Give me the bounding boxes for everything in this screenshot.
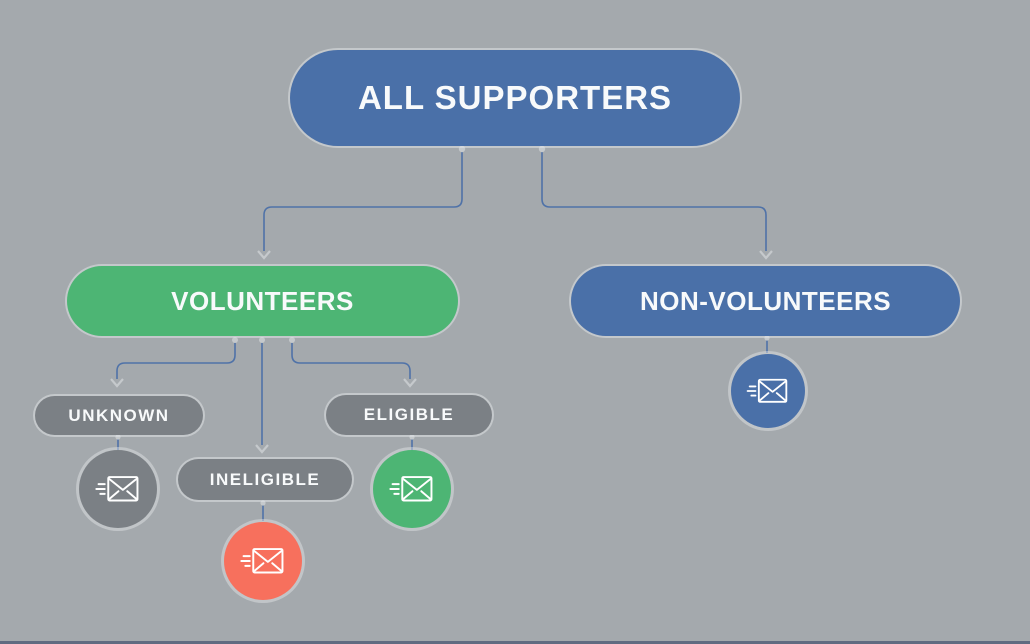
bottom-edge-bar (0, 641, 1030, 644)
arrowhead-down (403, 378, 417, 388)
speeding-envelope-icon (389, 476, 433, 502)
edge-all-supporters-non-volunteers (541, 148, 767, 251)
node-eligible-label: ELIGIBLE (363, 405, 455, 424)
node-eligible: ELIGIBLE (326, 395, 492, 435)
unknown-email-circle (79, 450, 157, 528)
edge-start-dot (458, 145, 466, 153)
edge-start-dot (289, 337, 295, 343)
eligible-email-circle (373, 450, 451, 528)
edge-volunteers-eligible (291, 339, 411, 379)
edge-start-dot (232, 337, 238, 343)
node-volunteers-label: VOLUNTEERS (171, 285, 354, 316)
node-ineligible-label: INELIGIBLE (209, 469, 321, 489)
edge-start-dot (409, 434, 415, 440)
edge-volunteers-unknown (116, 339, 236, 379)
speeding-envelope-icon (240, 548, 284, 574)
ineligible-email-circle (224, 522, 302, 600)
edge-start-dot (764, 335, 770, 341)
arrowhead-down (257, 250, 271, 260)
node-all-supporters-label: ALL SUPPORTERS (357, 79, 673, 116)
node-ineligible: INELIGIBLE (178, 459, 352, 500)
edge-start-dot (115, 434, 121, 440)
node-non-volunteers: NON-VOLUNTEERS (571, 266, 960, 336)
node-non-volunteers-label: NON-VOLUNTEERS (639, 285, 892, 316)
node-volunteers: VOLUNTEERS (67, 266, 458, 336)
edge-start-dot (538, 145, 546, 153)
edge-start-dot (259, 337, 265, 343)
edge-all-supporters-volunteers (263, 148, 463, 251)
non-volunteers-email-circle (731, 354, 805, 428)
node-all-supporters: ALL SUPPORTERS (290, 50, 740, 146)
speeding-envelope-icon (95, 476, 139, 502)
arrowhead-down (759, 250, 773, 260)
arrowhead-down (255, 444, 269, 454)
node-unknown-label: UNKNOWN (68, 405, 170, 425)
node-unknown: UNKNOWN (35, 396, 203, 435)
arrowhead-down (110, 378, 124, 388)
edge-start-dot (260, 500, 266, 506)
speeding-envelope-icon (746, 378, 788, 403)
